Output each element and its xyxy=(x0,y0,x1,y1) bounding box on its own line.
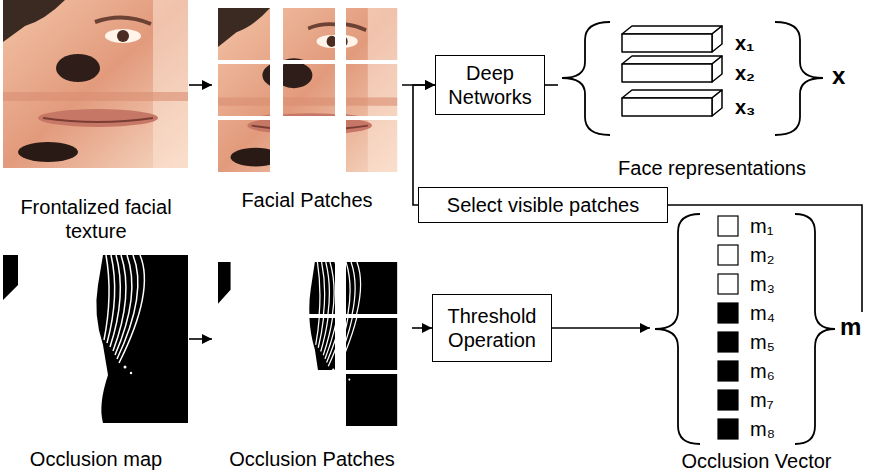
vector-label-text: m₇ xyxy=(750,389,774,411)
vector-label-text: x₃ xyxy=(735,96,755,118)
group-node: Face representations xyxy=(558,14,866,182)
node-text: Threshold Operation xyxy=(439,304,545,352)
node-text: Occlusion Patches xyxy=(229,447,395,471)
vector-label-text: m₃ xyxy=(750,273,775,295)
connector xyxy=(552,327,650,329)
vector-label: m₂ xyxy=(750,243,774,267)
vector-label: m₇ xyxy=(750,388,774,412)
vector-label-text: x₁ xyxy=(735,32,754,54)
vector-label-text: m xyxy=(840,313,861,340)
image-node: Occlusion Patches xyxy=(212,258,412,473)
vector-label: m₄ xyxy=(750,301,775,325)
facial-patch xyxy=(218,8,397,172)
node-text: Select visible patches xyxy=(447,193,639,217)
vector-label: m₅ xyxy=(750,330,775,354)
vector-label: m₃ xyxy=(750,272,775,296)
connector xyxy=(412,327,432,329)
node-text: Facial Patches xyxy=(241,188,372,212)
occlusion-patch xyxy=(218,262,397,426)
connector xyxy=(189,338,212,340)
image-node: Frontalized facial texture xyxy=(3,0,189,245)
node-text: Deep Networks xyxy=(442,61,538,109)
node-text: Occlusion map xyxy=(30,447,162,471)
occlusion-map xyxy=(3,255,188,423)
process-box: Deep Networks xyxy=(435,55,545,115)
node-text: Occlusion Vector xyxy=(681,449,831,473)
connector xyxy=(545,84,558,86)
feature-bar xyxy=(622,26,722,116)
curly-brace xyxy=(562,22,835,444)
face-texture xyxy=(3,0,188,168)
vector-label: x xyxy=(832,64,845,88)
image-node: Facial Patches xyxy=(212,4,402,214)
vector-label-text: m₁ xyxy=(750,215,773,237)
vector-label: x₃ xyxy=(735,95,755,119)
vector-label: m xyxy=(840,315,861,339)
image-node: Occlusion map xyxy=(3,255,189,473)
node-text: Face representations xyxy=(618,156,806,180)
process-box: Select visible patches xyxy=(418,187,668,223)
vector-label-text: m₆ xyxy=(750,360,775,382)
process-box: Threshold Operation xyxy=(432,294,552,362)
vector-label-text: x xyxy=(832,62,845,89)
occlusion-square xyxy=(718,216,738,439)
vector-label: x₁ xyxy=(735,31,754,55)
vector-label-text: m₂ xyxy=(750,244,774,266)
vector-label-text: m₅ xyxy=(750,331,775,353)
vector-label-text: m₈ xyxy=(750,418,775,440)
connector xyxy=(668,205,862,312)
vector-label-text: x₂ xyxy=(735,62,755,84)
node-text: Frontalized facial texture xyxy=(3,195,189,243)
vector-label: m₆ xyxy=(750,359,775,383)
connector xyxy=(189,84,212,86)
vector-label-text: m₄ xyxy=(750,302,775,324)
vector-label: x₂ xyxy=(735,61,755,85)
vector-label: m₁ xyxy=(750,214,773,238)
vector-label: m₈ xyxy=(750,417,775,441)
